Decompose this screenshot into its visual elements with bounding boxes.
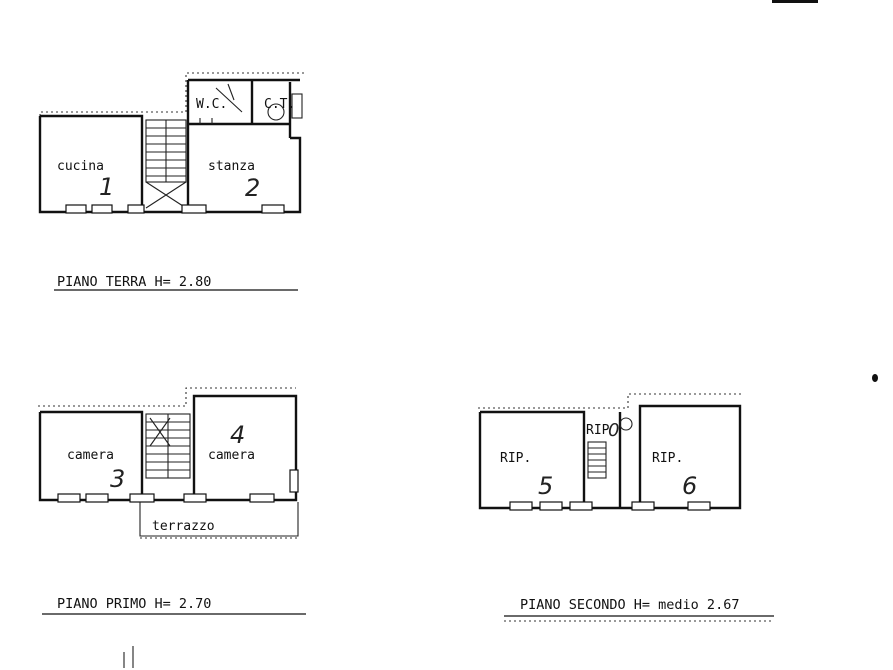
ink-dot (872, 374, 878, 382)
room-label-camera-4: camera (208, 448, 255, 463)
room-number-2: 2 (245, 174, 260, 202)
first-floor-caption: PIANO PRIMO H= 2.70 (57, 596, 211, 612)
second-floor-plan: RIP. 5 RIP. 6 RIP 0 PIANO SECONDO H= med… (478, 393, 774, 622)
ground-floor-caption: PIANO TERRA H= 2.80 (57, 274, 211, 290)
room-number-4: 4 (230, 421, 245, 449)
first-floor-plan: camera 3 camera 4 terrazzo PIANO PRIMO H… (38, 387, 306, 615)
room-label-camera-3: camera (67, 448, 114, 463)
ground-floor-plan: cucina 1 stanza 2 W.C. C.T. PIANO TERRA … (38, 72, 306, 291)
room-label-stanza: stanza (208, 159, 255, 174)
room-label-rip-6: RIP. (652, 451, 683, 466)
room-label-cucina: cucina (57, 159, 104, 174)
corner-mark (772, 0, 818, 3)
room-number-1: 1 (99, 173, 114, 201)
second-floor-caption: PIANO SECONDO H= medio 2.67 (520, 597, 739, 613)
room-label-rip-stair: RIP (586, 423, 610, 438)
room-number-6: 6 (682, 472, 697, 500)
room-number-0: 0 (608, 420, 619, 441)
room-number-5: 5 (538, 472, 553, 500)
room-label-rip-5: RIP. (500, 451, 531, 466)
room-label-terrazzo: terrazzo (152, 519, 215, 534)
room-number-3: 3 (110, 465, 125, 493)
room-label-wc: W.C. (196, 97, 227, 112)
room-label-ct: C.T. (264, 97, 295, 112)
margin-marks (123, 646, 134, 668)
